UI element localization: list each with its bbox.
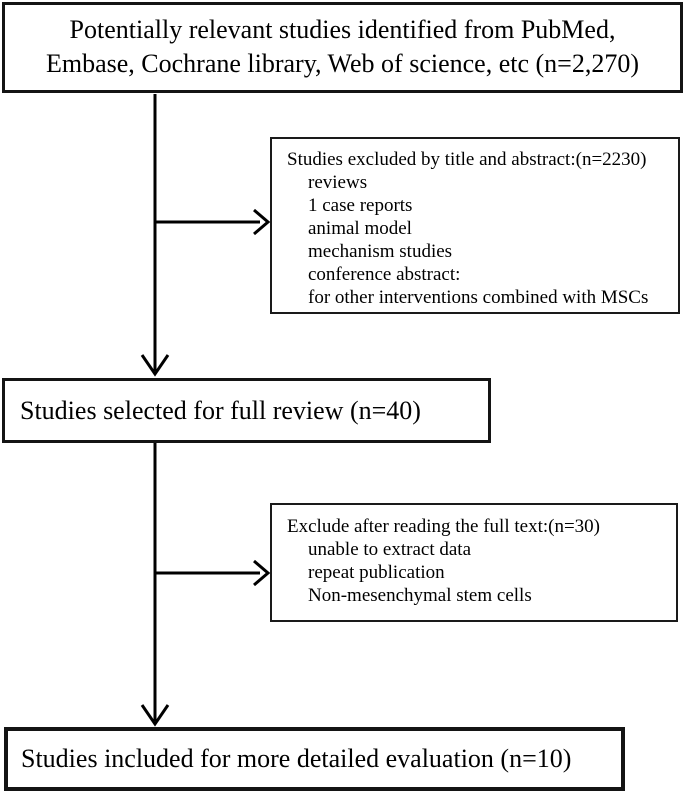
excluded-item: for other interventions combined with MS… [308, 287, 649, 308]
excluded-item: animal model [308, 218, 412, 239]
box-full-review: Studies selected for full review (n=40) [2, 378, 491, 443]
arrow-down-full-review-to-included [140, 443, 170, 727]
excluded-item: mechanism studies [308, 241, 453, 262]
box-excluded-full-text: Exclude after reading the full text:(n=3… [270, 503, 678, 622]
box-studies-included: Studies included for more detailed evalu… [4, 727, 625, 791]
excluded-item: reviews [308, 172, 368, 193]
excluded-full-text-heading: Exclude after reading the full text:(n=3… [287, 516, 601, 537]
identified-line-2: Embase, Cochrane library, Web of science… [45, 49, 639, 78]
identified-line-1: Potentially relevant studies identified … [69, 15, 616, 44]
box-studies-identified: Potentially relevant studies identified … [2, 2, 683, 93]
excluded-item: 1 case reports [308, 195, 413, 216]
excluded-title-abstract-heading: Studies excluded by title and abstract:(… [287, 149, 647, 170]
box-excluded-title-abstract: Studies excluded by title and abstract:(… [270, 137, 680, 314]
included-label: Studies included for more detailed evalu… [21, 744, 572, 773]
excluded-item: Non-mesenchymal stem cells [308, 585, 532, 606]
excluded-item: conference abstract: [308, 264, 461, 285]
full-review-label: Studies selected for full review (n=40) [20, 395, 421, 425]
arrow-down-identified-to-full-review [140, 94, 170, 377]
arrow-right-to-excluded-title-abstract [156, 208, 271, 236]
arrow-right-to-excluded-full-text [156, 559, 271, 587]
excluded-item: repeat publication [308, 562, 445, 583]
excluded-item: unable to extract data [308, 539, 472, 560]
